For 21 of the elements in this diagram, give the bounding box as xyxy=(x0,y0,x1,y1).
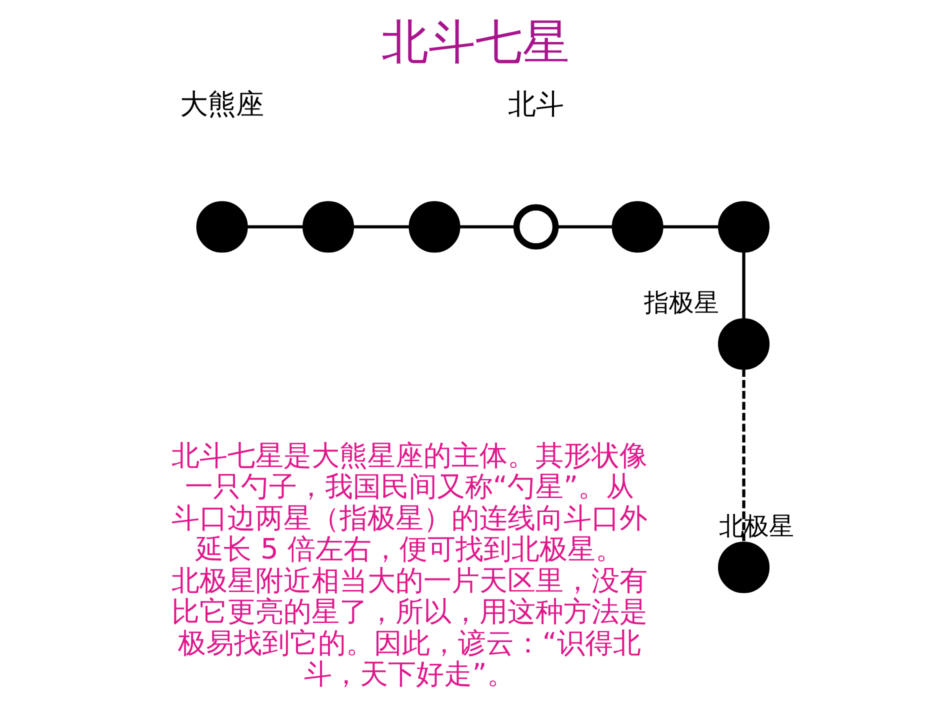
node-circle xyxy=(302,201,354,253)
connector xyxy=(459,225,516,228)
node-circle xyxy=(196,201,248,253)
node-label: 北极星 xyxy=(718,511,794,540)
diagram-title: 北斗七星 xyxy=(381,16,569,70)
connector xyxy=(742,252,745,319)
node-circle xyxy=(408,201,460,253)
node-circle xyxy=(512,204,558,250)
connector xyxy=(742,369,745,542)
connector xyxy=(246,225,302,228)
label: 北斗 xyxy=(508,87,564,120)
node-circle xyxy=(718,542,770,594)
label: 北斗七星是大熊星座的主体。其形状像一只勺子，我国民间又称“勺星”。从斗口边两星（指极星）的连线向斗口外延长 5 倍左右，便可找到北极星。北极星附近相当大的一片天区里，没有比它更亮的星了，所以，用这种方法是极易找到它的。因此，谚云：“识得北斗，天下好走”。 xyxy=(171,438,648,691)
node-circle xyxy=(611,201,663,253)
connector xyxy=(555,225,612,228)
node-label: 指极星 xyxy=(643,288,718,317)
label: 大熊座 xyxy=(180,87,264,120)
node-circle xyxy=(718,318,770,370)
node-circle xyxy=(718,201,770,253)
connector xyxy=(662,225,718,228)
connector xyxy=(353,225,409,228)
